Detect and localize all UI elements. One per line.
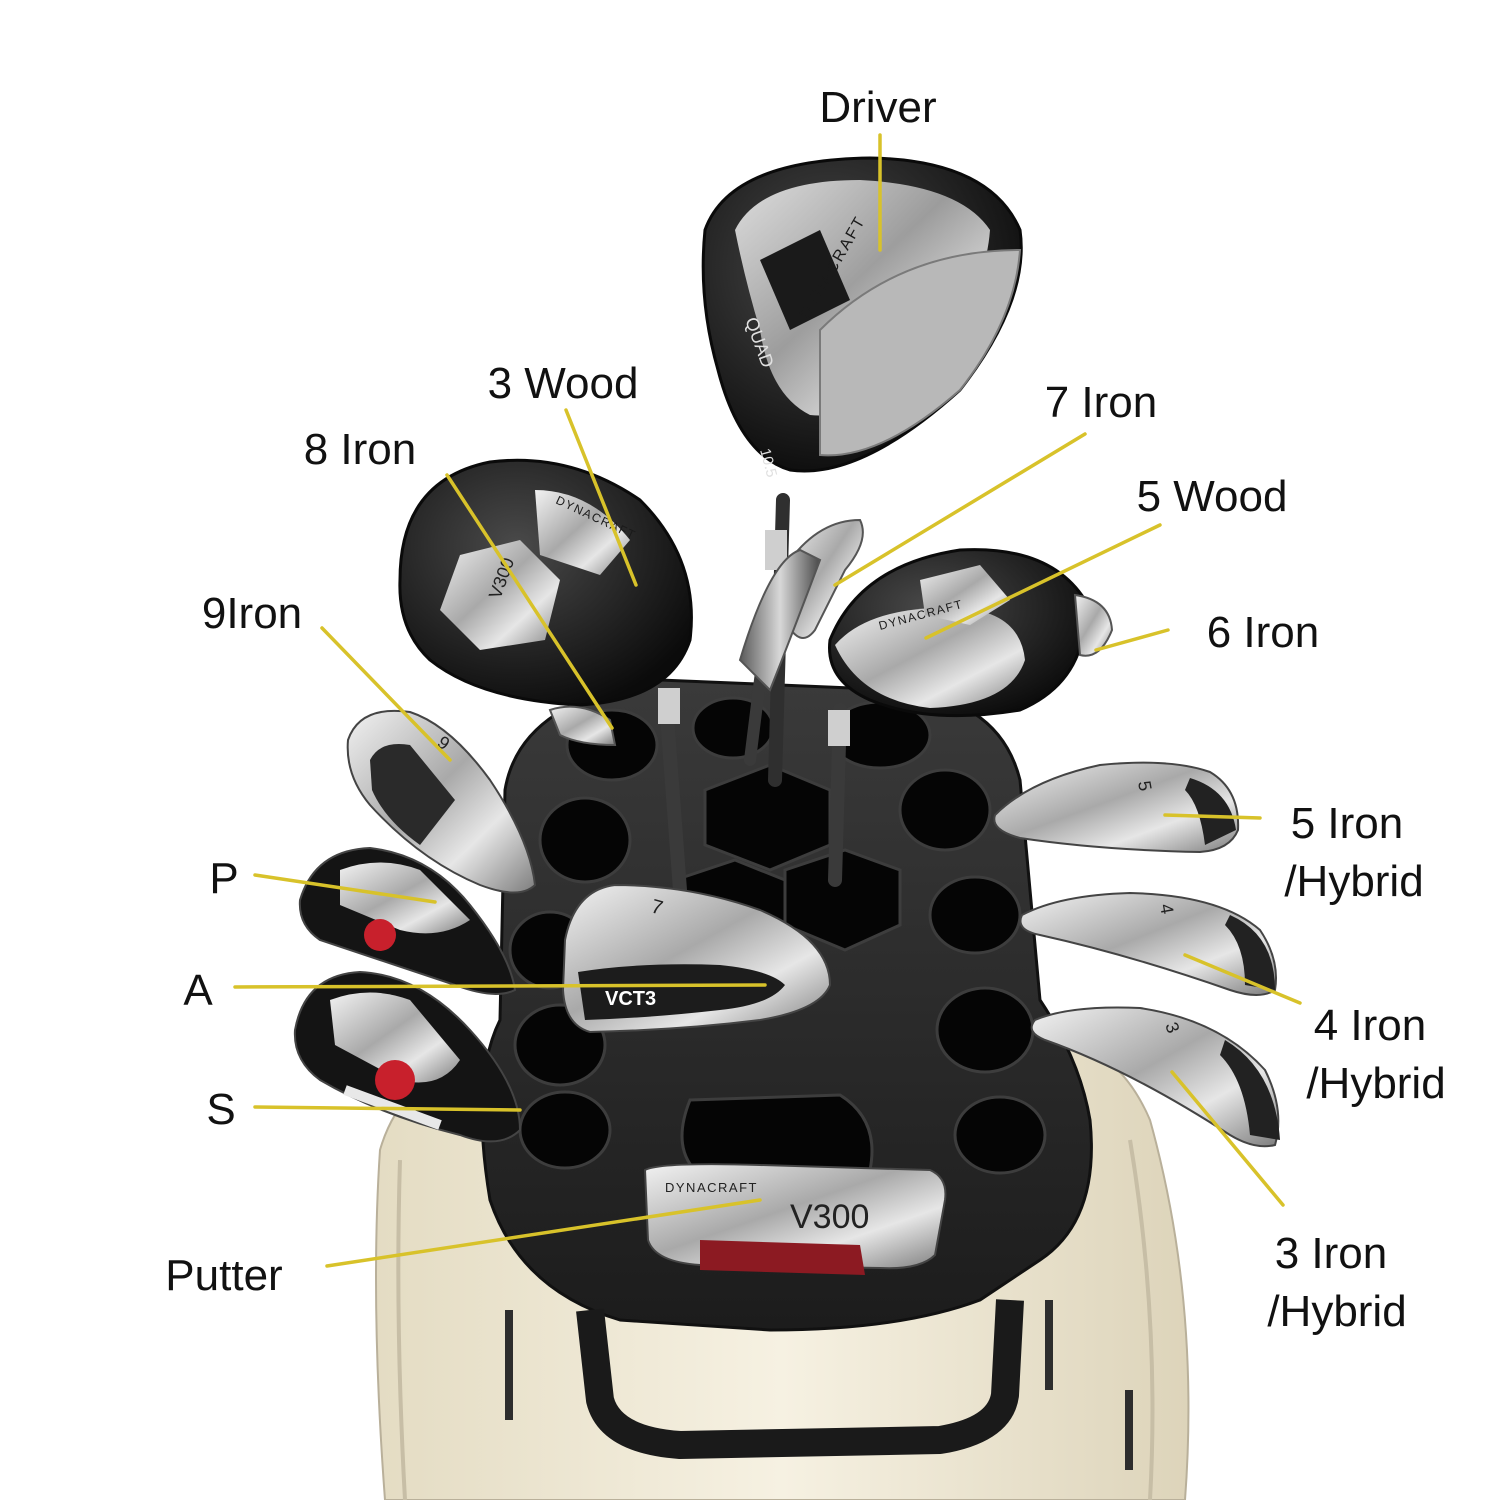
iron-3-head: [1030, 1006, 1280, 1148]
leader-lines: [233, 133, 1302, 1268]
putter-brand-marking: DYNACRAFT: [665, 1180, 758, 1195]
leader-iron7: [833, 432, 1087, 587]
iron-9-club: 9: [346, 709, 537, 894]
iron-4-number: 4: [1156, 902, 1177, 915]
leader-wood3: [564, 408, 638, 587]
iron-5-club: 5: [993, 761, 1240, 854]
leader-iron9: [320, 626, 452, 762]
leader-iron8: [445, 473, 614, 730]
label-iron5-line2: /Hybrid: [1284, 857, 1423, 906]
wedge-a-club: 7 VCT3: [561, 883, 832, 1034]
wood-3-club: DYNACRAFT V300: [398, 458, 693, 707]
bag-zipper-left: [505, 1310, 513, 1420]
label-iron3-line1: 3 Iron: [1275, 1229, 1388, 1278]
label-s: S: [206, 1085, 235, 1134]
label-iron7: 7 Iron: [1045, 378, 1158, 427]
wedge-a-number: 7: [649, 896, 665, 920]
iron-8-club: [548, 705, 617, 747]
label-iron8: 8 Iron: [304, 425, 417, 474]
iron-4-head: [1019, 891, 1277, 996]
iron-5-head: [993, 761, 1240, 854]
label-wood3: 3 Wood: [488, 359, 639, 408]
leader-iron3: [1170, 1070, 1285, 1207]
putter-club: DYNACRAFT V300: [643, 1163, 947, 1275]
bag-zipper-right: [1125, 1390, 1133, 1470]
putter-model-marking: V300: [790, 1198, 869, 1236]
label-p: P: [209, 854, 238, 903]
wood-5-club: DYNACRAFT: [828, 548, 1087, 718]
iron-7-upper-club: [738, 518, 864, 692]
driver-loft-marking: 10.5: [756, 447, 780, 480]
leader-wood5: [924, 523, 1162, 640]
wood-5-face: [835, 607, 1025, 708]
driver-club: DYNACRAFT QUAD 10.5: [701, 156, 1023, 480]
label-iron4-line1: 4 Iron: [1314, 1001, 1427, 1050]
label-iron4-line2: /Hybrid: [1306, 1059, 1445, 1108]
leader-p: [253, 873, 437, 904]
wedge-a-badge-panel: [578, 964, 785, 1020]
bag-zipper-mid: [1045, 1300, 1053, 1390]
label-wood5: 5 Wood: [1137, 472, 1288, 521]
driver-face: [819, 248, 1022, 457]
wedge-s-club: [293, 970, 522, 1143]
label-a: A: [183, 966, 213, 1015]
iron-5-number: 5: [1134, 779, 1155, 792]
bag-handle: [576, 1299, 1024, 1459]
iron-6-club: [1073, 593, 1114, 657]
iron-3-club: 3: [1030, 1006, 1280, 1148]
leader-iron5: [1163, 813, 1262, 820]
bag-seam-left: [396, 1159, 407, 1500]
label-iron9: 9Iron: [202, 589, 302, 638]
leader-s: [253, 1105, 522, 1112]
label-putter: Putter: [165, 1251, 282, 1300]
leader-putter: [325, 1198, 762, 1268]
bag-seam-right: [1128, 1139, 1155, 1500]
label-driver: Driver: [819, 83, 936, 132]
leader-iron6: [1094, 628, 1170, 652]
label-iron3-line2: /Hybrid: [1267, 1287, 1406, 1336]
label-iron6: 6 Iron: [1207, 608, 1320, 657]
label-iron5-line1: 5 Iron: [1291, 799, 1404, 848]
leader-iron4: [1183, 953, 1302, 1005]
club-labels: Driver 3 Wood 8 Iron 7 Iron 5 Wood 9Iron…: [165, 83, 1445, 1336]
leader-a: [233, 983, 767, 989]
wood-3-panel: [440, 540, 560, 650]
iron-4-club: 4: [1019, 891, 1277, 996]
wedge-a-badge: VCT3: [605, 988, 656, 1010]
